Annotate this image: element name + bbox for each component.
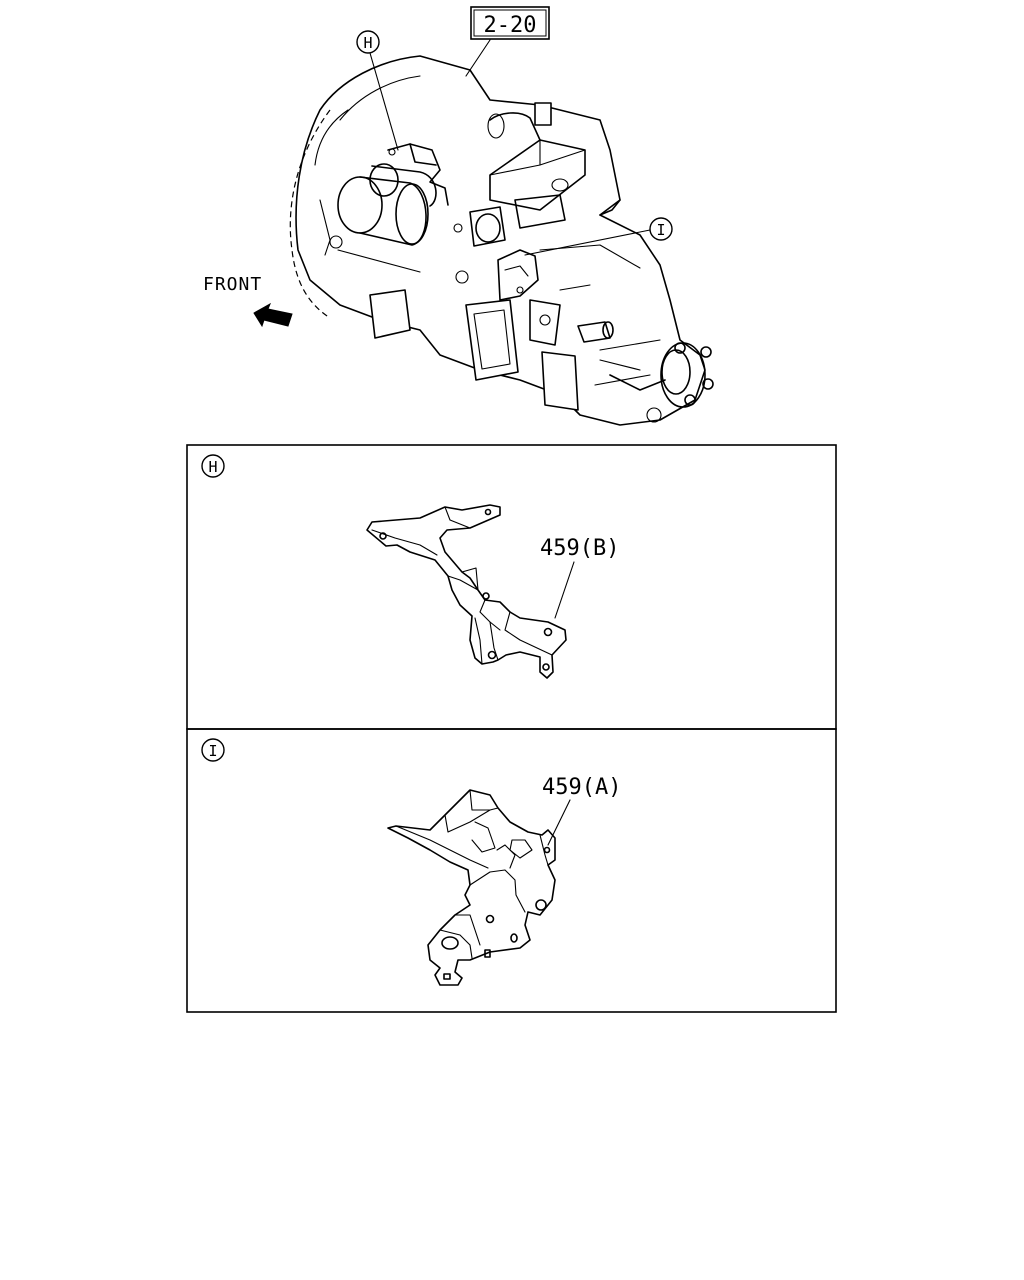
panel-i-part-label: 459(A) xyxy=(542,775,621,800)
panel-i-marker: I xyxy=(208,742,217,760)
panel-h-marker: H xyxy=(208,458,217,476)
front-arrow-icon xyxy=(253,302,293,328)
panel-h: H 459(B) xyxy=(186,444,837,730)
callout-h: H xyxy=(356,30,399,151)
reference-box: 2-20 xyxy=(465,6,550,77)
callout-i-label: I xyxy=(656,221,665,239)
panel-i: I 459(A) xyxy=(186,728,837,1013)
transmission-assembly xyxy=(289,55,714,426)
reference-box-label: 2-20 xyxy=(484,13,537,38)
bracket-459b xyxy=(366,504,567,679)
front-label: FRONT xyxy=(203,274,262,295)
bracket-459a xyxy=(387,789,556,986)
panel-h-part-label: 459(B) xyxy=(540,536,619,561)
front-indicator: FRONT xyxy=(203,274,293,328)
callout-h-label: H xyxy=(363,34,372,52)
callout-i: I xyxy=(524,217,673,256)
